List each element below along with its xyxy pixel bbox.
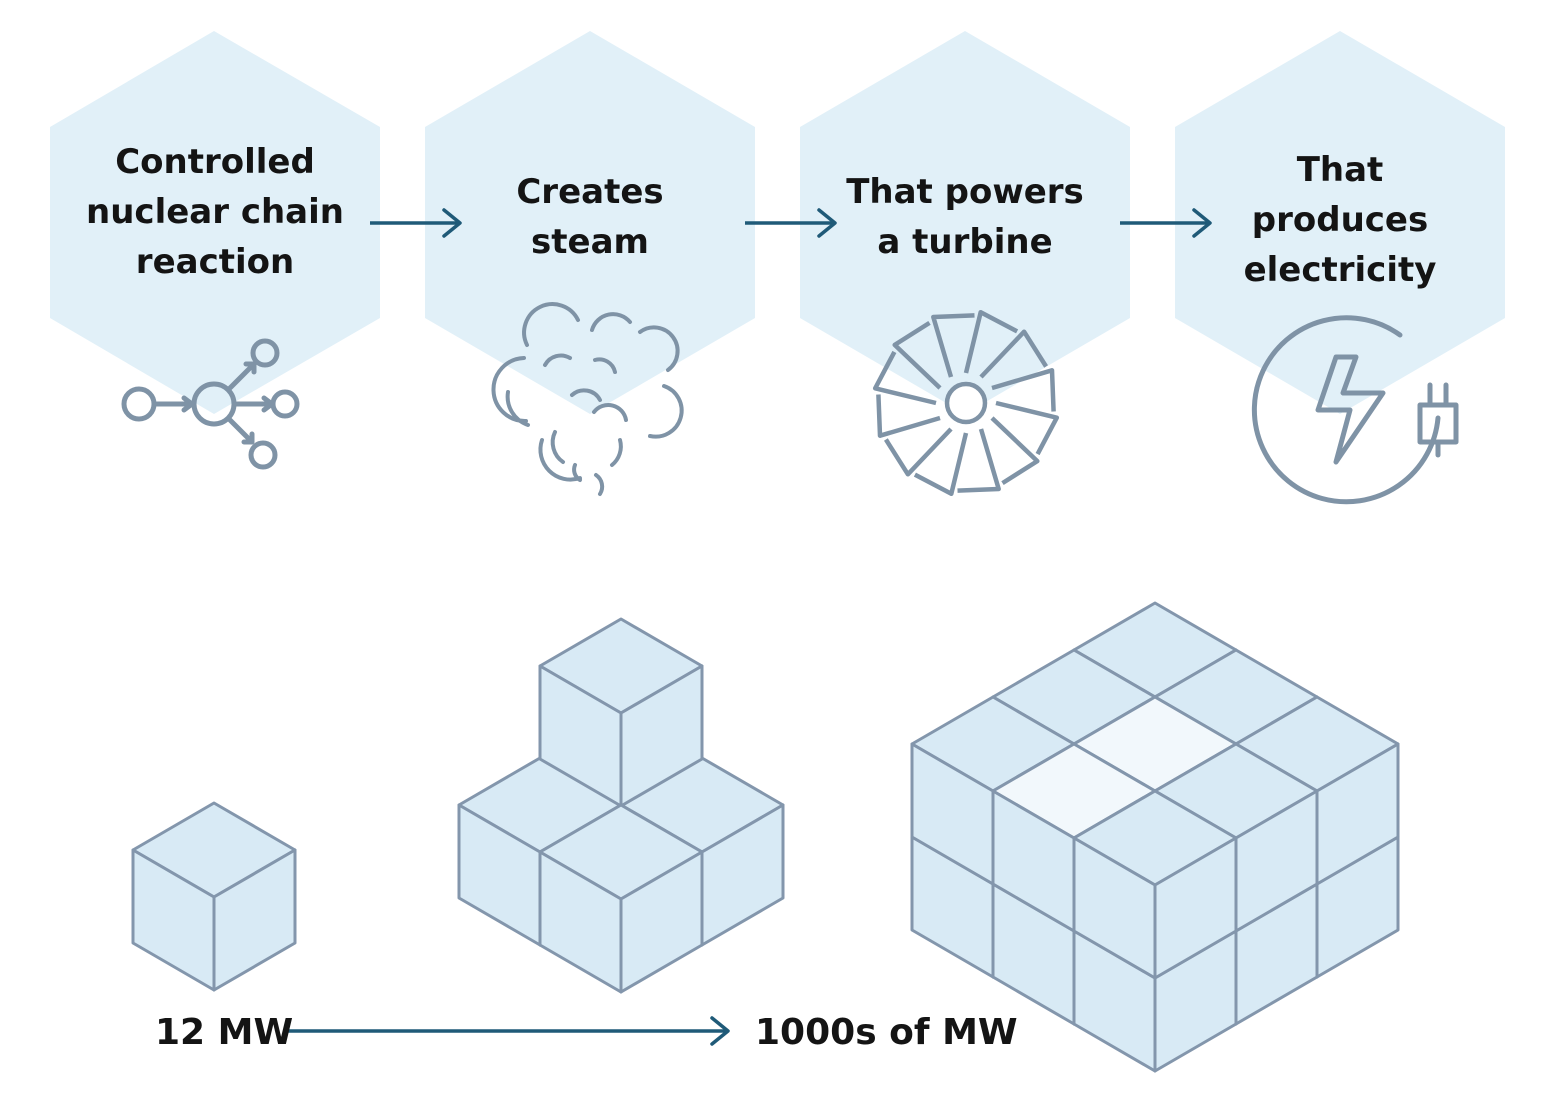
hexagon-step-4 [1175, 31, 1505, 414]
step-label-chain-reaction: Controlled nuclear chain reaction [86, 142, 344, 282]
turbine-blade [913, 432, 969, 497]
module-cube [538, 803, 704, 994]
scale-end-label: 1000s of MW [755, 1012, 1018, 1053]
turbine-hub [944, 381, 988, 425]
step-label-steam: Creates steam [516, 172, 664, 262]
turbine-blade [872, 350, 937, 406]
electricity-plug-icon [1251, 315, 1459, 505]
turbine-blade [979, 329, 1049, 379]
turbine-blade [995, 400, 1060, 456]
turbine-icon [872, 309, 1060, 497]
step-label-turbine: That powers a turbine [846, 172, 1084, 262]
turbine-blade [991, 368, 1056, 412]
turbine-blade [957, 428, 1001, 493]
module-cubes [131, 601, 1400, 1073]
chain-reaction-icon [121, 338, 300, 470]
hexagon-step-3 [800, 31, 1130, 414]
module-cube [131, 801, 297, 992]
step-label-electricity: That produces electricity [1243, 150, 1437, 290]
scale-start-label: 12 MW [155, 1012, 294, 1053]
hexagon-step-1 [50, 31, 380, 414]
steam-cloud-icon [491, 302, 684, 496]
turbine-blade [876, 394, 941, 438]
module-cube [1072, 789, 1238, 980]
turbine-blade [931, 313, 975, 378]
hexagon-step-2 [425, 31, 755, 414]
turbine-blade [990, 416, 1040, 486]
turbine-blade [963, 309, 1019, 374]
module-cube [538, 617, 704, 808]
turbine-blade [883, 427, 953, 477]
turbine-blade [892, 320, 942, 390]
